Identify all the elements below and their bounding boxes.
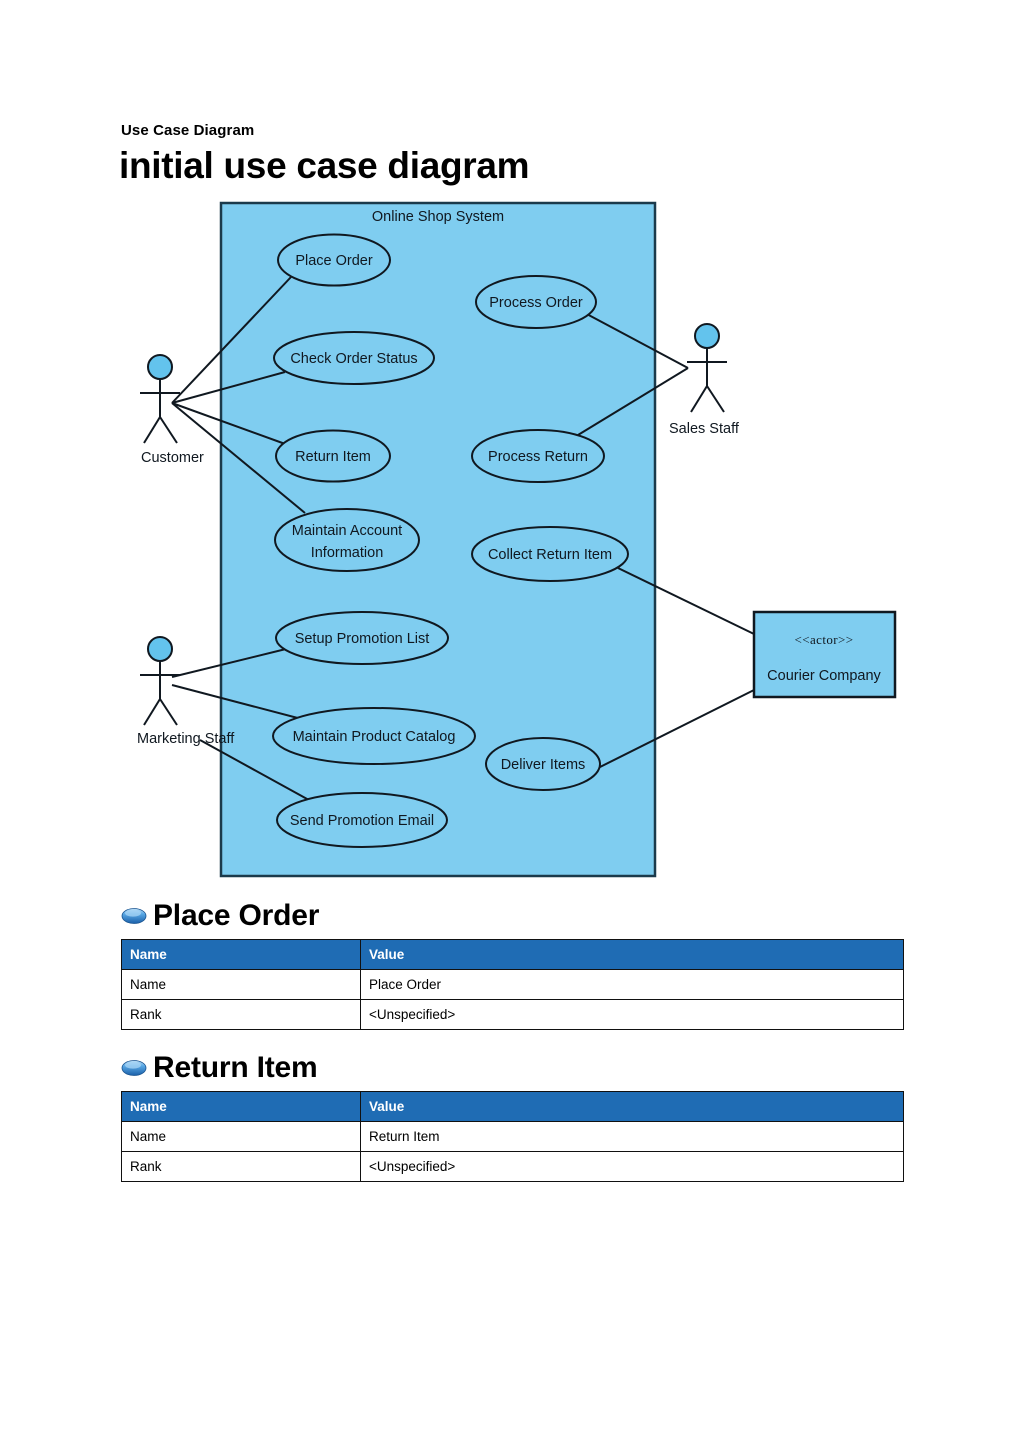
use-case-setup-promotion-list[interactable]: Setup Promotion List (275, 611, 449, 665)
use-case-label: Maintain Product Catalog (293, 729, 456, 745)
actor-leg-right (706, 385, 725, 413)
table-row: Rank <Unspecified> (121, 999, 904, 1030)
actor-leg-right (159, 698, 178, 726)
actor-leg-left (690, 385, 708, 413)
bullet-icon (121, 908, 147, 924)
use-case-label-line1: Maintain Account (292, 523, 402, 539)
use-case-diagram: Online Shop System (0, 190, 1024, 900)
use-case-label: Return Item (295, 449, 371, 465)
use-case-label: Setup Promotion List (295, 631, 430, 647)
association-marketing-staff-maintain-product-catalog (171, 684, 314, 723)
actor-head (147, 636, 173, 662)
use-case-diagram-canvas: Online Shop System (137, 201, 897, 878)
use-case-process-order[interactable]: Process Order (475, 275, 597, 329)
use-case-check-order-status[interactable]: Check Order Status (273, 331, 435, 385)
actor-leg-right (159, 416, 178, 444)
use-case-ellipses: Place Order Process Order Check Order St… (272, 233, 629, 848)
association-marketing-staff-setup-promotion-list (171, 647, 291, 678)
association-deliver-items-courier (589, 689, 755, 773)
page-title: initial use case diagram (119, 145, 530, 186)
cell-property-value: <Unspecified> (360, 1151, 904, 1182)
association-customer-maintain-account (171, 402, 306, 514)
actor-box (752, 610, 897, 699)
association-customer-return-item (171, 402, 289, 446)
actor-sales-staff[interactable]: Sales Staff (669, 323, 740, 437)
cell-property-value: <Unspecified> (360, 999, 904, 1030)
association-marketing-staff-send-promotion-email (199, 739, 319, 806)
use-case-process-return[interactable]: Process Return (471, 429, 605, 483)
actor-marketing-staff[interactable]: Marketing Staff (137, 636, 235, 747)
property-section-place-order: Place Order Name Value Name Place Order … (121, 896, 904, 1030)
use-case-label: Collect Return Item (488, 547, 612, 563)
table-header-row: Name Value (121, 1091, 904, 1122)
use-case-deliver-items[interactable]: Deliver Items (485, 737, 601, 791)
section-title: Place Order (153, 899, 320, 932)
actor-label: Marketing Staff (137, 731, 235, 747)
actor-courier-company[interactable]: <<actor>> Courier Company (752, 610, 897, 699)
cell-property-name: Name (121, 969, 361, 1000)
use-case-label: Place Order (295, 253, 373, 269)
association-sales-staff-process-order (582, 311, 689, 369)
cell-property-value: Return Item (360, 1121, 904, 1152)
actor-head (147, 354, 173, 380)
use-case-label: Process Order (489, 295, 583, 311)
column-header-value: Value (360, 1091, 904, 1122)
cell-property-name: Rank (121, 1151, 361, 1182)
actor-label: Courier Company (767, 668, 881, 684)
actor-label: Customer (141, 450, 204, 466)
association-customer-check-order-status (171, 371, 286, 404)
use-case-label: Send Promotion Email (290, 813, 434, 829)
association-customer-place-order (171, 276, 292, 404)
properties-table: Name Value Name Return Item Rank <Unspec… (121, 1091, 904, 1182)
document-kicker: Use Case Diagram (121, 122, 255, 139)
use-case-label-line2: Information (311, 545, 384, 561)
use-case-place-order[interactable]: Place Order (277, 233, 391, 287)
actor-leg-left (143, 416, 161, 444)
use-case-label: Process Return (488, 449, 588, 465)
table-row: Name Return Item (121, 1121, 904, 1152)
actor-leg-left (143, 698, 161, 726)
bullet-icon (121, 1060, 147, 1076)
table-row: Name Place Order (121, 969, 904, 1000)
property-section-return-item: Return Item Name Value Name Return Item … (121, 1048, 904, 1182)
use-case-collect-return-item[interactable]: Collect Return Item (471, 526, 629, 582)
use-case-label: Deliver Items (501, 757, 586, 773)
use-case-send-promotion-email[interactable]: Send Promotion Email (276, 792, 448, 848)
actor-label: Sales Staff (669, 421, 740, 437)
use-case-maintain-account-information[interactable]: Maintain Account Information (274, 508, 420, 572)
system-boundary-label: Online Shop System (372, 209, 504, 225)
actor-head (694, 323, 720, 349)
section-title: Return Item (153, 1051, 318, 1084)
table-row: Rank <Unspecified> (121, 1151, 904, 1182)
cell-property-name: Rank (121, 999, 361, 1030)
section-header: Place Order (121, 896, 903, 936)
association-collect-return-item-courier (617, 567, 755, 635)
table-header-row: Name Value (121, 939, 904, 970)
use-case-maintain-product-catalog[interactable]: Maintain Product Catalog (272, 707, 476, 765)
column-header-value: Value (360, 939, 904, 970)
actor-stereotype-label: <<actor>> (795, 632, 854, 647)
column-header-name: Name (121, 939, 361, 970)
association-lines (171, 276, 755, 806)
use-case-label: Check Order Status (290, 351, 417, 367)
cell-property-name: Name (121, 1121, 361, 1152)
use-case-return-item[interactable]: Return Item (275, 429, 391, 483)
section-header: Return Item (121, 1048, 903, 1088)
column-header-name: Name (121, 1091, 361, 1122)
cell-property-value: Place Order (360, 969, 904, 1000)
actor-customer[interactable]: Customer (140, 354, 204, 466)
properties-table: Name Value Name Place Order Rank <Unspec… (121, 939, 904, 1030)
association-sales-staff-process-return (577, 367, 689, 436)
